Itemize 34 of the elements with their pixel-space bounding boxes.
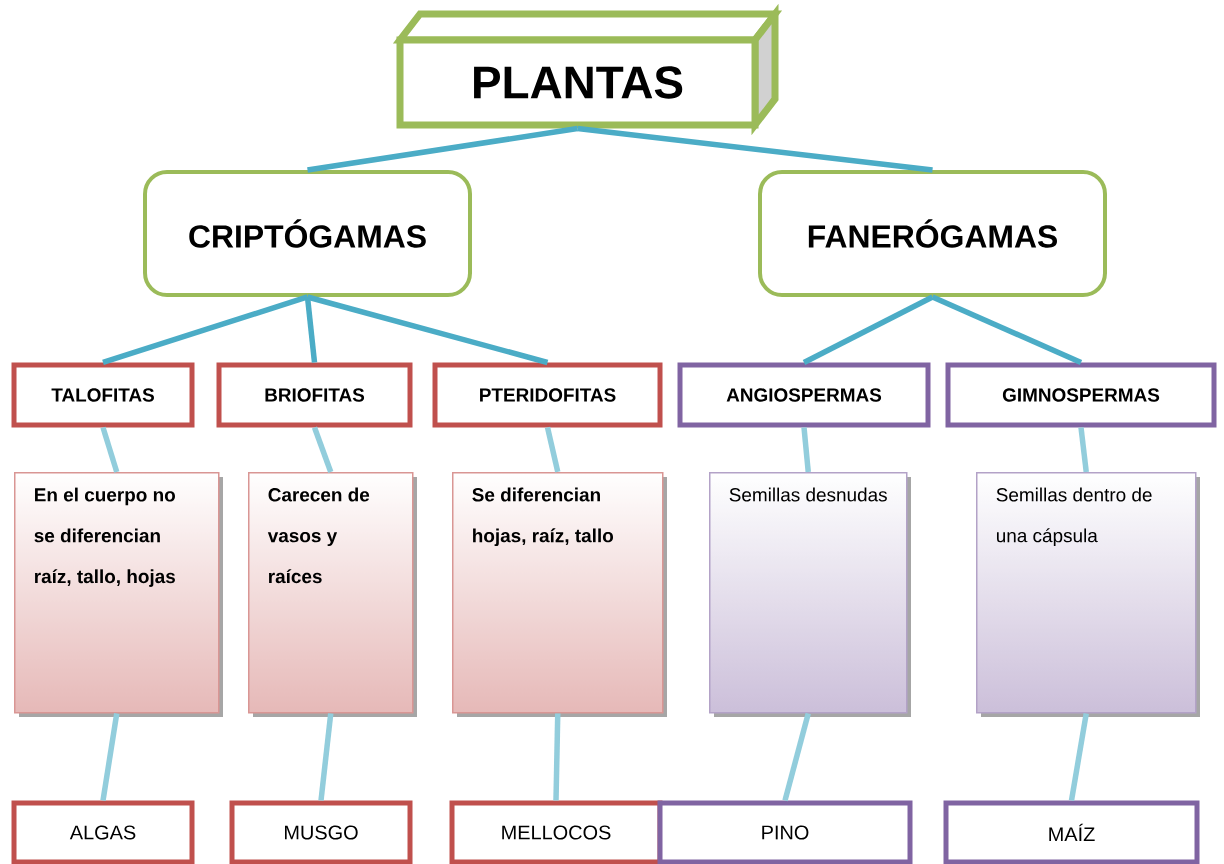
category-box: TALOFITAS: [11, 362, 195, 428]
example-box: MUSGO: [229, 800, 413, 864]
connector-line: [931, 294, 1083, 365]
connector-line: [306, 294, 549, 366]
description-box: En el cuerpo no se diferencian raíz, tallo, hojas: [14, 472, 223, 717]
connector-line: [1078, 427, 1089, 473]
description-box: Carecen de vasos y raíces: [248, 472, 417, 717]
connector-line: [801, 427, 811, 473]
category-box: BRIOFITAS: [216, 362, 413, 428]
description-box: Se diferencian hojas, raíz, tallo: [452, 472, 667, 717]
rounded-box: CRIPTÓGAMAS: [143, 170, 472, 297]
connector-line: [782, 712, 811, 802]
connector-line: [1068, 713, 1089, 801]
description-box: Semillas desnudas: [709, 472, 911, 717]
example-box: ALGAS: [11, 800, 195, 864]
example-box: MELLOCOS: [449, 800, 663, 864]
connector-line: [577, 125, 933, 173]
connector-line: [553, 713, 561, 801]
example-box: PINO: [657, 800, 913, 864]
category-box: GIMNOSPERMAS: [945, 362, 1217, 428]
connector-line: [100, 426, 120, 473]
rounded-box: FANERÓGAMAS: [758, 170, 1107, 297]
example-box: MAÍZ: [943, 800, 1200, 864]
connector-line: [311, 426, 334, 473]
description-box: Semillas dentro de una cápsula: [976, 472, 1200, 717]
connector-line: [318, 713, 334, 801]
category-box: PTERIDOFITAS: [432, 362, 663, 428]
connector-line: [100, 713, 120, 801]
category-box: ANGIOSPERMAS: [677, 362, 931, 428]
connector-line: [307, 125, 578, 173]
connector-line: [802, 294, 934, 365]
connector-line: [102, 294, 309, 366]
connector-line: [544, 426, 561, 473]
connector-line: [304, 296, 318, 363]
